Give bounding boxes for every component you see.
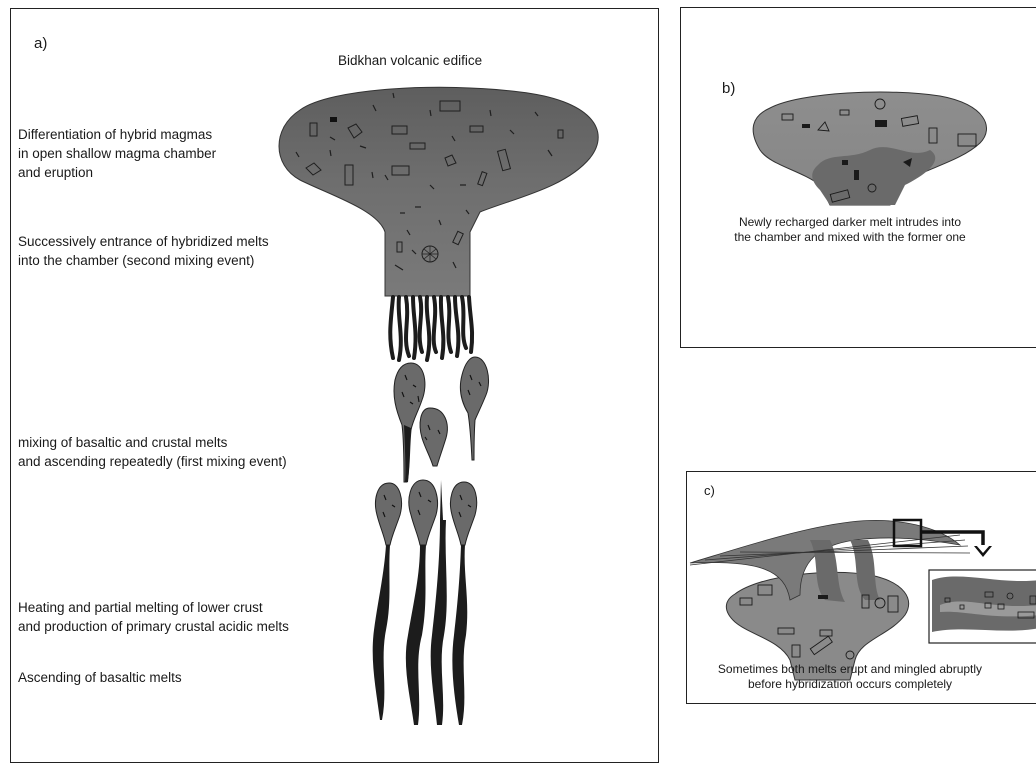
panel-b-label: b) — [722, 80, 735, 98]
annotation-differentiation-3: and eruption — [18, 164, 93, 182]
volcanic-edifice-title: Bidkhan volcanic edifice — [338, 52, 482, 70]
panel-a-label: a) — [34, 35, 47, 53]
feeder-dikes — [390, 297, 472, 360]
magma-chamber-b — [753, 92, 986, 205]
panel-b-caption-1: Newly recharged darker melt intrudes int… — [690, 215, 1010, 230]
annotation-second-mixing-2: into the chamber (second mixing event) — [18, 252, 254, 270]
annotation-differentiation-2: in open shallow magma chamber — [18, 145, 216, 163]
annotation-first-mixing-2: and ascending repeatedly (first mixing e… — [18, 453, 287, 471]
magma-chamber-a — [279, 87, 598, 296]
mixing-diapirs-upper — [394, 357, 489, 482]
panel-c-caption-1: Sometimes both melts erupt and mingled a… — [690, 662, 1010, 677]
crustal-melt-diapirs — [373, 480, 477, 725]
annotation-first-mixing-1: mixing of basaltic and crustal melts — [18, 434, 227, 452]
magma-chamber-c — [690, 520, 1036, 680]
panel-c-label: c) — [704, 482, 715, 500]
annotation-second-mixing-1: Successively entrance of hybridized melt… — [18, 233, 269, 251]
panel-b-caption-2: the chamber and mixed with the former on… — [690, 230, 1010, 245]
annotation-partial-melting-1: Heating and partial melting of lower cru… — [18, 599, 263, 617]
annotation-basaltic-ascent: Ascending of basaltic melts — [18, 669, 182, 687]
panel-c-caption-2: before hybridization occurs completely — [690, 677, 1010, 692]
annotation-partial-melting-2: and production of primary crustal acidic… — [18, 618, 289, 636]
annotation-differentiation-1: Differentiation of hybrid magmas — [18, 126, 212, 144]
